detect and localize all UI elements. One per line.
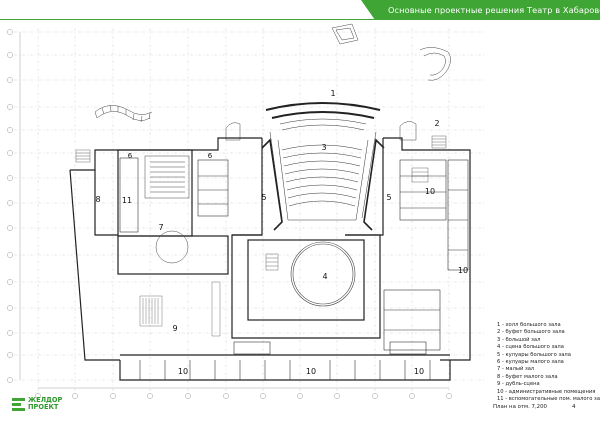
legend-item: 4 - сцена большого зала	[497, 344, 564, 351]
dimension-lines	[19, 32, 449, 389]
room-label-10-e: 10	[414, 367, 424, 376]
building-walls	[69, 137, 471, 381]
room-label-10-c: 10	[178, 367, 188, 376]
logo-wordmark: ЖЕЛДОР ПРОЕКТ	[28, 396, 63, 412]
room-label-9: 9	[172, 324, 177, 333]
legend-item: 9 - дубль-сцена	[497, 381, 540, 388]
interior-partitions	[119, 157, 469, 380]
room-label-4: 4	[322, 272, 327, 281]
main-auditorium	[269, 118, 377, 221]
legend-item: 11 - вспомогательные пом. малого зала	[497, 396, 600, 403]
room-label-10-a: 10	[425, 187, 435, 196]
stage-turntable	[290, 241, 356, 307]
room-label-11: 11	[122, 196, 132, 205]
room-label-6-left: 6	[128, 152, 133, 160]
legend-item: 8 - буфет малого зала	[497, 373, 558, 380]
logo-line-2: ПРОЕКТ	[28, 403, 59, 412]
room-label-6-right: 6	[208, 152, 213, 160]
logo-mark-icon	[12, 398, 25, 412]
room-label-5-right: 5	[386, 193, 391, 202]
room-label-10-d: 10	[306, 367, 316, 376]
legend-item: 1 - холл большого зала	[497, 322, 561, 328]
legend: 1 - холл большого зала 2 - буфет большог…	[497, 322, 600, 403]
legend-item: 10 - административные помещения	[497, 388, 596, 395]
page-number: 4	[572, 404, 576, 410]
legend-item: 5 - кулуары большого зала	[497, 351, 571, 358]
room-label-7: 7	[158, 223, 163, 232]
room-label-8: 8	[95, 195, 100, 204]
small-hall-seating	[144, 155, 190, 264]
room-label-2: 2	[434, 119, 439, 128]
room-label-5-left: 5	[261, 193, 266, 202]
header-bar	[361, 0, 600, 20]
room-label-1: 1	[330, 89, 335, 98]
page-title: Основные проектные решения Театр в Хабар…	[388, 5, 600, 15]
room-label-10-b: 10	[458, 266, 468, 275]
legend-item: 6 - кулуары малого зала	[497, 359, 564, 366]
double-stage-rows	[139, 281, 221, 337]
landscape-benches	[94, 23, 451, 141]
legend-item: 2 - буфет большого зала	[497, 329, 565, 336]
header-rule	[0, 19, 375, 20]
room-label-3: 3	[321, 143, 326, 152]
legend-item: 7 - малый зал	[497, 366, 535, 373]
logo-line-1: ЖЕЛДОР	[28, 396, 63, 404]
stairs	[75, 135, 447, 271]
axis-markers	[7, 29, 452, 399]
auditorium-side-walls	[261, 138, 385, 231]
legend-item: 3 - большой зал	[497, 336, 541, 343]
main-hall-facade	[265, 102, 381, 119]
plan-caption: План на отм. 7,200	[493, 404, 547, 410]
company-logo: ЖЕЛДОР ПРОЕКТ	[12, 396, 72, 413]
